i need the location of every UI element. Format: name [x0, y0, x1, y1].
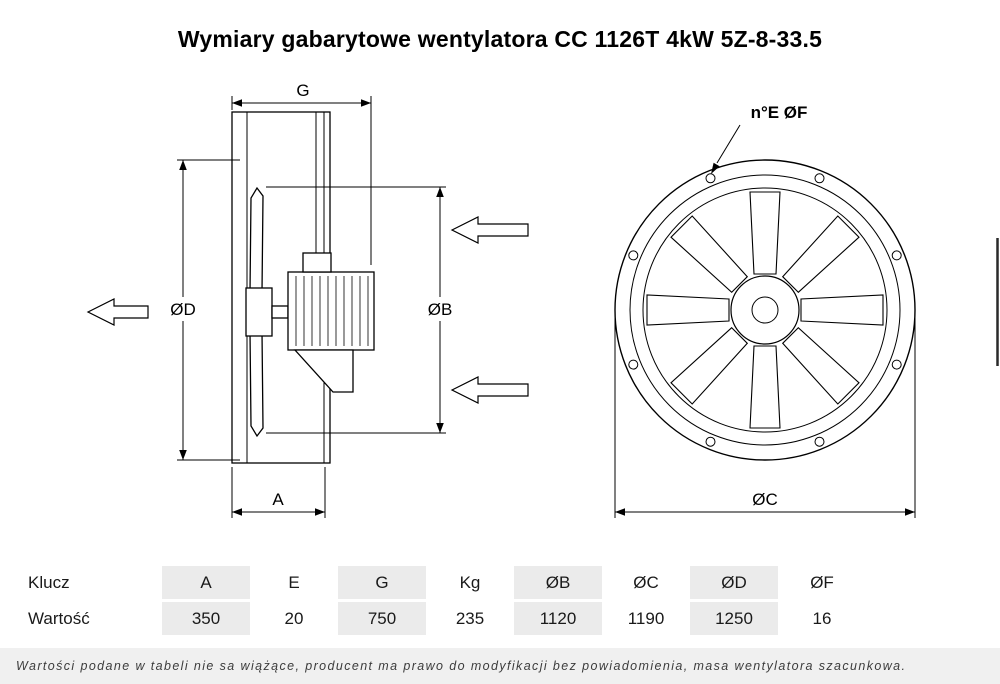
table-key-cell: ØF [810, 572, 834, 592]
airflow-arrow-in-bottom [450, 376, 529, 404]
motor-bracket [293, 349, 354, 393]
dim-label-OC: ØC [752, 490, 778, 509]
airflow-arrow-in-top [450, 216, 529, 244]
mounting-hole [814, 173, 825, 184]
fan-blades [646, 191, 884, 429]
table-value-cell: 16 [812, 608, 832, 628]
dimensions-table: Klucz A E G Kg ØB ØC ØD ØF Wartość 350 2… [0, 566, 866, 635]
table-key-cell: E [288, 572, 300, 592]
table-value-row-label: Wartość [28, 608, 90, 628]
fan-blade [749, 345, 781, 429]
fan-blade [749, 191, 781, 275]
fan-ring-bore [642, 187, 888, 433]
impeller-blade-top [249, 186, 264, 293]
mounting-hole [891, 250, 902, 261]
motor-body [287, 271, 375, 351]
table-value-cell: 750 [338, 602, 426, 635]
fan-ring-outer [614, 159, 916, 461]
mounting-holes [628, 173, 902, 447]
fan-hub-center [751, 296, 779, 324]
table-value-cell: 350 [162, 602, 250, 635]
dim-label-OD: ØD [170, 300, 196, 319]
page-title: Wymiary gabarytowe wentylatora CC 1126T … [177, 26, 823, 52]
mounting-hole [628, 359, 639, 370]
motor [287, 252, 375, 393]
technical-drawing: G ØD ØB A n°E ØF ØC [86, 81, 999, 518]
mounting-hole [628, 250, 639, 261]
impeller-blade-bottom [249, 331, 264, 438]
mounting-hole [705, 436, 716, 447]
dimension-lines [164, 96, 916, 518]
table-key-cell: G [338, 566, 426, 599]
table-value-cell: 1190 [627, 608, 665, 628]
terminal-box [302, 252, 332, 273]
mounting-hole [814, 436, 825, 447]
mounting-hole [705, 173, 716, 184]
fan-blade [781, 326, 860, 405]
airflow-arrows [86, 216, 529, 404]
side-view [231, 111, 375, 464]
table-value-cell: 20 [284, 608, 304, 628]
holes-label: n°E ØF [751, 103, 808, 122]
fan-blade [781, 215, 860, 294]
fan-blade [646, 294, 730, 326]
fan-blade [670, 326, 749, 405]
table-key-cell: Kg [459, 572, 481, 592]
fan-ring-flange [629, 174, 901, 446]
table-key-row-label: Klucz [28, 572, 70, 592]
mounting-hole [891, 359, 902, 370]
impeller-hub [245, 287, 273, 337]
dim-label-G: G [296, 81, 309, 100]
fan-blade [670, 215, 749, 294]
table-value-cell: 1250 [690, 602, 778, 635]
motor-fins [295, 276, 369, 346]
motor-shaft [271, 305, 289, 319]
airflow-arrow-out [86, 298, 149, 326]
dim-label-A: A [272, 490, 284, 509]
dim-label-OB: ØB [428, 300, 453, 319]
table-value-cell: 235 [455, 608, 485, 628]
disclaimer-footnote: Wartości podane w tabeli nie sa wiążące,… [0, 648, 1000, 684]
table-key-cell: ØC [633, 572, 659, 592]
fan-blade [800, 294, 884, 326]
table-key-cell: ØD [690, 566, 778, 599]
front-view [614, 159, 916, 461]
table-value-cell: 1120 [514, 602, 602, 635]
table-key-cell: ØB [514, 566, 602, 599]
table-key-cell: A [162, 566, 250, 599]
